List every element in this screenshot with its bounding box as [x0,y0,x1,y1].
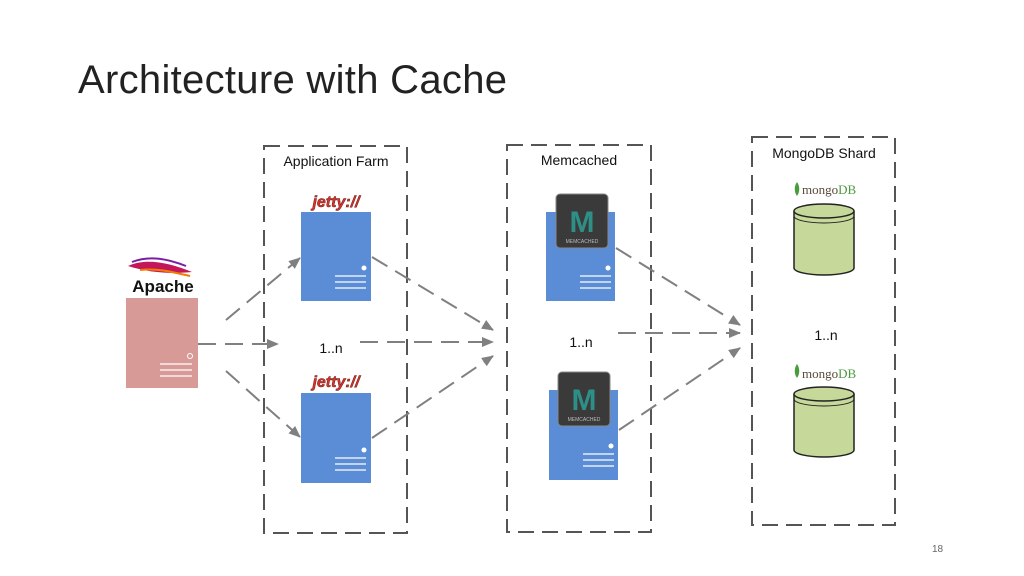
mongodb-wordmark-suffix: DB [838,366,856,381]
mongodb-wordmark-suffix: DB [838,182,856,197]
app-farm-multiplicity: 1..n [319,340,342,356]
memcached-box [506,144,652,533]
apache-server-body [126,298,198,388]
memcached-label: Memcached [541,152,617,168]
jetty-server-body [301,212,371,301]
mongodb-wordmark: mongoDB [802,182,857,197]
mongodb-leaf-icon [794,182,800,196]
memcached-server-top: M MEMCACHED [546,193,615,301]
apache-server: Apache [126,257,198,388]
jetty-logo: jetty:// [310,194,361,211]
memcached-server-bottom: M MEMCACHED [549,371,618,480]
memcached-badge-text: MEMCACHED [568,417,601,423]
mongodb-wordmark: mongoDB [802,366,857,381]
mongodb-wordmark-prefix: mongo [802,366,838,381]
apache-wordmark: Apache [132,277,193,296]
memcached-logo-badge [555,193,609,249]
database-cylinder-icon [793,386,855,458]
app-farm-label: Application Farm [283,153,388,169]
arrow-memcached-bottom-to-mongo [618,347,741,431]
page-number: 18 [932,544,944,555]
arrow-memcached-top-to-mongo [615,247,741,326]
jetty-server-body [301,393,371,483]
memcached-m-icon: M [572,384,597,417]
mongo-shard-multiplicity: 1..n [814,327,837,343]
arrow-jetty-top-to-memcached [371,256,494,331]
arrow-apache-to-jetty-bottom [225,370,301,438]
jetty-server-bottom: jetty:// [301,374,371,483]
apache-feather-icon [128,257,192,277]
slide-title: Architecture with Cache [78,58,508,102]
memcached-multiplicity: 1..n [569,334,592,350]
memcached-logo-badge [557,371,611,427]
memcached-badge-text: MEMCACHED [566,239,599,245]
jetty-server-top: jetty:// [301,194,371,301]
mongo-shard-box [751,136,896,526]
mongo-shard-label: MongoDB Shard [772,145,876,161]
memcached-m-icon: M [570,206,595,239]
arrow-jetty-bottom-to-memcached [371,355,494,439]
connection-arrows [198,247,741,439]
jetty-logo: jetty:// [310,374,361,391]
mongodb-node-bottom: mongoDB [793,364,857,458]
mongodb-leaf-icon [794,364,800,378]
mongodb-node-top: mongoDB [793,182,857,276]
arrow-apache-to-jetty-top [225,257,301,321]
app-farm-box [263,145,408,534]
mongodb-wordmark-prefix: mongo [802,182,838,197]
database-cylinder-icon [793,203,855,276]
